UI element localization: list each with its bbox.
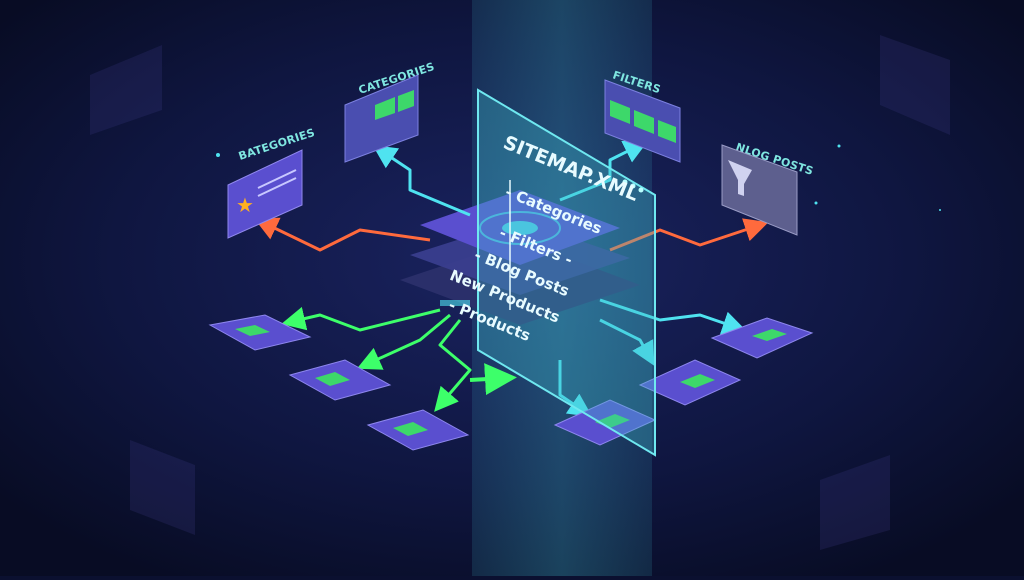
grid-card: [710, 317, 814, 359]
grid-card: [638, 359, 742, 406]
arrow-to-card-right-2: [599, 318, 655, 366]
arrow-to-card-right-3: [558, 360, 593, 418]
grid-cards: [208, 314, 814, 451]
arrow-up-green: [469, 363, 517, 396]
star-icon: ★: [236, 193, 254, 217]
arrow-to-card-1: [281, 306, 441, 332]
funnel-icon: [728, 160, 752, 196]
arrow-to-categories: [372, 145, 471, 217]
grid-card: [208, 314, 312, 351]
arrow-to-filters: [559, 140, 649, 202]
particles: [216, 144, 941, 211]
central-server-stack: [400, 190, 640, 325]
arrow-to-card-right-1: [599, 298, 747, 335]
arrow-to-nlog-posts: [609, 218, 769, 252]
grid-card: [288, 359, 392, 401]
connector-arrows: [253, 140, 769, 418]
sitemap-xml-panel: SITEMAP.XML - Categories - Filters - - B…: [446, 88, 656, 457]
grid-card: [366, 409, 470, 451]
arrow-to-card-2: [356, 313, 451, 370]
arrow-to-card-3: [434, 319, 472, 412]
faded-background-cards: [90, 35, 950, 550]
arrow-to-bategories: [253, 217, 431, 252]
